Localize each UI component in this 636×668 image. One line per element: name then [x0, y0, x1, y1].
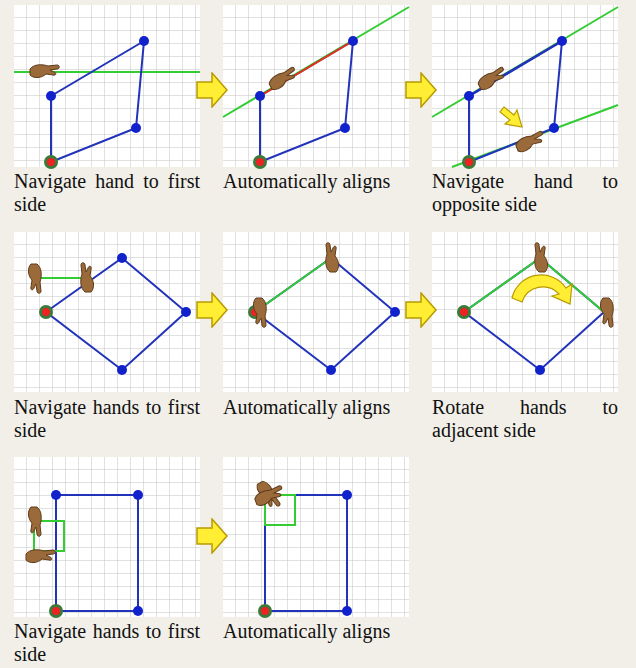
panel [432, 232, 618, 392]
panel [223, 5, 409, 169]
panel [14, 457, 200, 618]
panel [432, 5, 618, 169]
caption: Automatically aligns [223, 170, 409, 193]
caption: Navigate hands to first side [14, 620, 200, 666]
panel [223, 232, 409, 392]
caption: Automatically aligns [223, 396, 409, 419]
panel [14, 5, 200, 169]
panel [14, 232, 200, 392]
caption: Navigate hands to first side [14, 396, 200, 442]
caption: Navigate hand to first side [14, 170, 200, 216]
caption: Automatically aligns [223, 620, 409, 643]
caption: Navigate hand to opposite side [432, 170, 618, 216]
caption: Rotate hands to adjacent side [432, 396, 618, 442]
panel [223, 457, 409, 618]
